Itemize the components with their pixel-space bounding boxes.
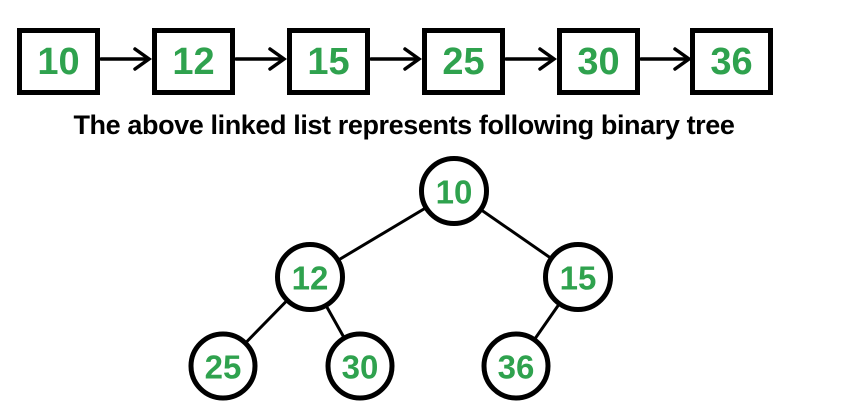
tree-node-circle	[419, 156, 489, 226]
tree-node-circle	[325, 331, 395, 401]
tree-node-left: 12	[275, 242, 345, 312]
tree-node-left-right: 30	[325, 331, 395, 401]
list-node-1: 10	[17, 28, 100, 95]
list-node-value: 30	[577, 40, 620, 83]
tree-node-value: 36	[498, 349, 535, 386]
list-node-3: 15	[287, 28, 370, 95]
list-node-6: 36	[690, 28, 773, 95]
right-arrow-icon	[640, 47, 692, 71]
tree-node-value: 10	[436, 174, 473, 211]
tree-node-right-left: 36	[481, 331, 551, 401]
tree-node-value: 12	[292, 260, 329, 297]
tree-node-root: 10	[419, 156, 489, 226]
tree-node-circle	[543, 242, 613, 312]
list-node-value: 25	[442, 40, 485, 83]
right-arrow-icon	[370, 47, 422, 71]
tree-node-circle	[275, 242, 345, 312]
right-arrow-icon	[505, 47, 557, 71]
caption: The above linked list represents followi…	[73, 110, 735, 140]
tree-node-right: 15	[543, 242, 613, 312]
tree-node-circle	[481, 331, 551, 401]
tree-node-value: 15	[560, 260, 597, 297]
tree-node-value: 25	[205, 349, 242, 386]
list-node-value: 36	[710, 40, 753, 83]
binary-tree: 10 12 15 25 30 36	[188, 156, 613, 401]
tree-node-left-left: 25	[188, 331, 258, 401]
right-arrow-icon	[235, 47, 287, 71]
list-node-value: 12	[172, 40, 215, 83]
list-node-value: 10	[37, 40, 80, 83]
tree-node-circle	[188, 331, 258, 401]
list-node-4: 25	[422, 28, 505, 95]
tree-node-value: 30	[342, 349, 379, 386]
list-node-value: 15	[307, 40, 350, 83]
right-arrow-icon	[100, 47, 152, 71]
list-node-2: 12	[152, 28, 235, 95]
list-node-5: 30	[557, 28, 640, 95]
